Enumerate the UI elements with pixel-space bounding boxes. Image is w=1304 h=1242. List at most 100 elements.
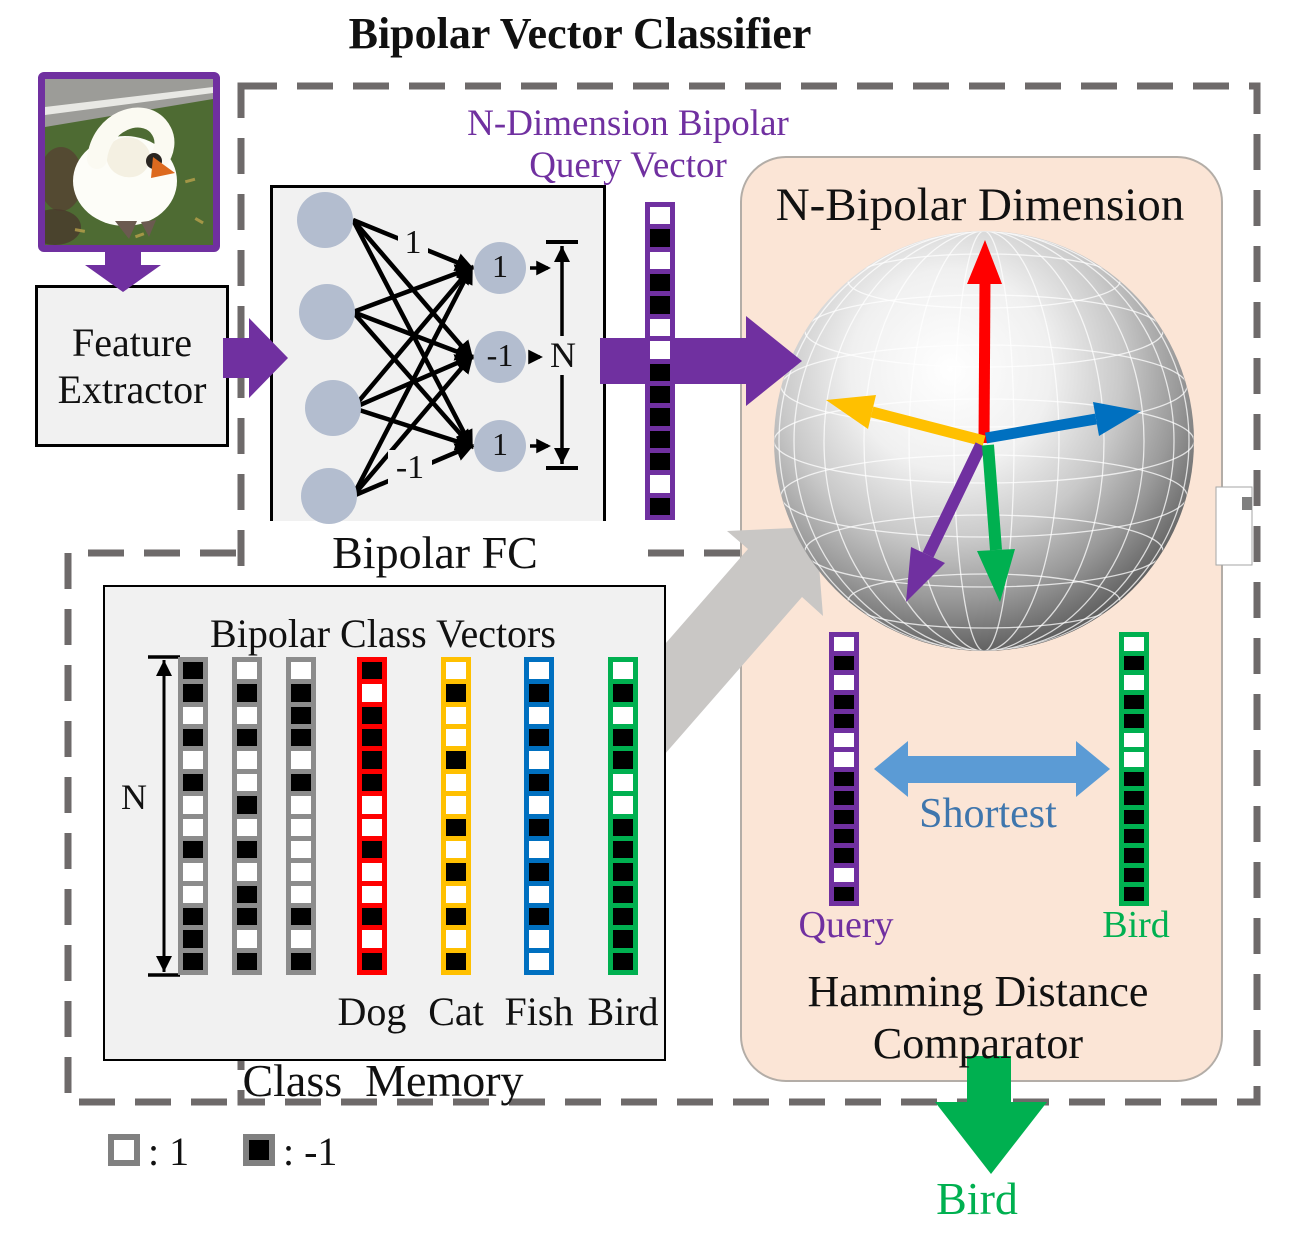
vector-cell bbox=[529, 930, 549, 948]
vector-cell bbox=[834, 809, 854, 825]
vector-cell bbox=[650, 341, 670, 359]
vector-cell bbox=[613, 751, 633, 769]
vector-cell bbox=[237, 684, 257, 702]
vector-cell bbox=[237, 885, 257, 903]
extractor-to-fc-arrow bbox=[223, 318, 288, 398]
vector-cell bbox=[446, 662, 466, 680]
vector-cell bbox=[834, 848, 854, 863]
vector-cell bbox=[446, 818, 466, 836]
vector-cell bbox=[362, 796, 382, 814]
vector-cell bbox=[183, 885, 203, 903]
vector-cell bbox=[446, 930, 466, 948]
vector-cell bbox=[362, 952, 382, 971]
vector-cell bbox=[650, 274, 670, 292]
vector-cell bbox=[1124, 886, 1144, 902]
vector-cell bbox=[1124, 790, 1144, 805]
vector-cell bbox=[1124, 829, 1144, 844]
vector-cell bbox=[291, 773, 311, 792]
vector-cell bbox=[183, 907, 203, 926]
vector-cell bbox=[529, 885, 549, 903]
stray-white-box bbox=[1215, 486, 1253, 566]
class-vector-dog bbox=[357, 657, 387, 975]
vector-cell bbox=[183, 684, 203, 702]
fc-output-nodes bbox=[474, 242, 526, 472]
vector-cell bbox=[613, 729, 633, 747]
vector-cell bbox=[362, 684, 382, 702]
legend-positive-label: : 1 bbox=[148, 1129, 190, 1174]
vector-cell bbox=[237, 796, 257, 814]
fc-output-node-label-2: -1 bbox=[486, 337, 514, 373]
vector-cell bbox=[446, 773, 466, 792]
figure-title: Bipolar Vector Classifier bbox=[348, 9, 812, 58]
vector-cell bbox=[237, 952, 257, 971]
comparator-bird-vector bbox=[1119, 632, 1149, 906]
hypersphere bbox=[774, 231, 1194, 651]
comparator-query-label: Query bbox=[798, 904, 894, 946]
vector-cell bbox=[529, 662, 549, 680]
vector-cell bbox=[446, 863, 466, 881]
vector-cell bbox=[291, 729, 311, 747]
vector-cell bbox=[362, 706, 382, 725]
fc-weight-top-label: 1 bbox=[398, 224, 428, 262]
class-vector-bird bbox=[608, 657, 638, 975]
class-memory-dimension-label: N bbox=[121, 777, 147, 817]
vector-cell bbox=[613, 885, 633, 903]
vector-cell bbox=[529, 952, 549, 971]
vector-cell bbox=[834, 829, 854, 844]
fc-output-node-label-1: 1 bbox=[492, 248, 508, 284]
vector-cell bbox=[362, 662, 382, 680]
red-axis-arrow bbox=[967, 240, 1002, 444]
vector-cell bbox=[237, 662, 257, 680]
vector-cell bbox=[650, 430, 670, 448]
vector-cell bbox=[1124, 848, 1144, 863]
class-vector-gray-3 bbox=[286, 657, 316, 975]
vector-cell bbox=[613, 840, 633, 859]
vector-cell bbox=[291, 706, 311, 725]
vector-cell bbox=[291, 751, 311, 769]
vector-cell bbox=[291, 930, 311, 948]
vector-cell bbox=[613, 684, 633, 702]
bipolar-fc-label-background bbox=[250, 521, 630, 583]
vector-cell bbox=[183, 662, 203, 680]
vector-cell bbox=[529, 818, 549, 836]
vector-cell bbox=[183, 840, 203, 859]
vector-cell bbox=[1124, 752, 1144, 767]
class-vector-fish bbox=[524, 657, 554, 975]
vector-cell bbox=[362, 885, 382, 903]
vector-cell bbox=[834, 713, 854, 729]
vector-cell bbox=[1124, 733, 1144, 748]
vector-cell bbox=[183, 796, 203, 814]
fc-input-nodes bbox=[297, 192, 361, 524]
vector-cell bbox=[613, 930, 633, 948]
class-label-bird: Bird bbox=[587, 989, 659, 1034]
vector-cell bbox=[183, 952, 203, 971]
vector-cell bbox=[362, 818, 382, 836]
comparator-query-vector bbox=[829, 632, 859, 906]
vector-cell bbox=[650, 408, 670, 426]
vector-cell bbox=[362, 729, 382, 747]
vector-cell bbox=[834, 733, 854, 748]
vector-cell bbox=[183, 729, 203, 747]
feature-extractor-label-line1: Feature bbox=[72, 320, 192, 365]
class-memory-box-label: Class Memory bbox=[242, 1055, 524, 1106]
vector-cell bbox=[446, 684, 466, 702]
vector-cell bbox=[237, 840, 257, 859]
class-vector-cat bbox=[441, 657, 471, 975]
vector-cell bbox=[529, 684, 549, 702]
vector-cell bbox=[362, 930, 382, 948]
vector-cell bbox=[1124, 675, 1144, 690]
shortest-label: Shortest bbox=[919, 791, 1057, 837]
fc-output-arrows bbox=[528, 260, 551, 454]
sphere-panel-title: N-Bipolar Dimension bbox=[775, 179, 1185, 231]
vector-cell bbox=[613, 773, 633, 792]
vector-cell bbox=[650, 385, 670, 404]
legend-positive-square bbox=[108, 1134, 140, 1166]
vector-cell bbox=[362, 907, 382, 926]
class-label-fish: Fish bbox=[504, 989, 574, 1034]
vector-cell bbox=[362, 863, 382, 881]
vector-cell bbox=[650, 251, 670, 270]
vector-cell bbox=[1124, 809, 1144, 825]
legend-negative-square bbox=[243, 1134, 275, 1166]
